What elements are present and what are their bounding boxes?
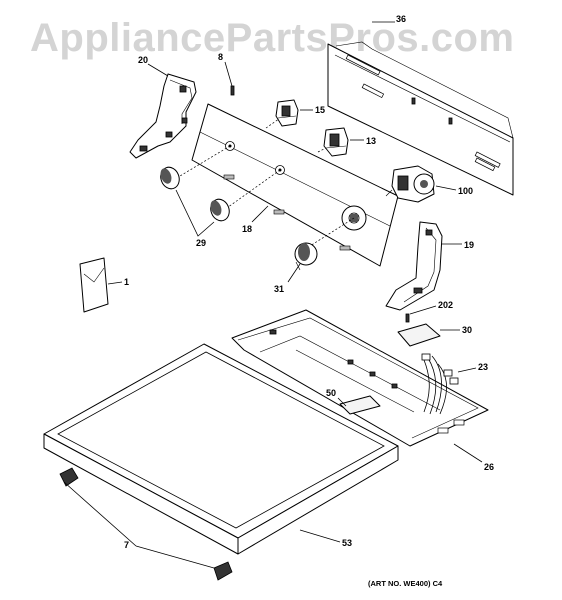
part-36-rear-panel[interactable] bbox=[327, 21, 514, 196]
part-30-cover-plate[interactable] bbox=[397, 323, 460, 347]
part-20-left-endcap[interactable] bbox=[129, 63, 197, 159]
callout-50: 50 bbox=[326, 388, 336, 398]
part-1-instructions[interactable] bbox=[79, 257, 123, 313]
art-number-caption: (ART NO. WE400) C4 bbox=[368, 579, 443, 588]
part-23-wire-harness[interactable] bbox=[421, 353, 477, 415]
callout-23: 23 bbox=[478, 362, 488, 372]
callout-30: 30 bbox=[462, 325, 472, 335]
part-202-screw[interactable] bbox=[405, 305, 437, 323]
callout-36: 36 bbox=[396, 14, 406, 24]
callout-8: 8 bbox=[218, 52, 223, 62]
part-100-timer[interactable] bbox=[385, 165, 457, 203]
part-7-hinges[interactable] bbox=[59, 467, 233, 581]
callout-1: 1 bbox=[124, 277, 129, 287]
callout-29: 29 bbox=[196, 238, 206, 248]
part-13-switch[interactable] bbox=[323, 127, 364, 157]
watermark-text: AppliancePartsPros.com bbox=[30, 16, 515, 60]
callout-18: 18 bbox=[242, 224, 252, 234]
part-31-timer-knob[interactable] bbox=[287, 242, 318, 283]
part-18-control-panel[interactable] bbox=[179, 103, 399, 267]
callout-13: 13 bbox=[366, 136, 376, 146]
callout-26: 26 bbox=[484, 462, 494, 472]
callout-53: 53 bbox=[342, 538, 352, 548]
part-8-screw[interactable] bbox=[224, 61, 235, 96]
callout-100: 100 bbox=[458, 186, 473, 196]
callout-7: 7 bbox=[124, 540, 129, 550]
part-50-bracket[interactable] bbox=[337, 395, 381, 415]
callout-202: 202 bbox=[438, 300, 453, 310]
part-19-right-endcap[interactable] bbox=[385, 221, 462, 311]
callout-20: 20 bbox=[138, 55, 148, 65]
callout-31: 31 bbox=[274, 284, 284, 294]
part-29-knobs[interactable] bbox=[158, 165, 232, 237]
part-53-top-lid[interactable] bbox=[43, 343, 399, 555]
part-15-switch[interactable] bbox=[275, 99, 313, 127]
callout-15: 15 bbox=[315, 105, 325, 115]
callout-19: 19 bbox=[464, 240, 474, 250]
